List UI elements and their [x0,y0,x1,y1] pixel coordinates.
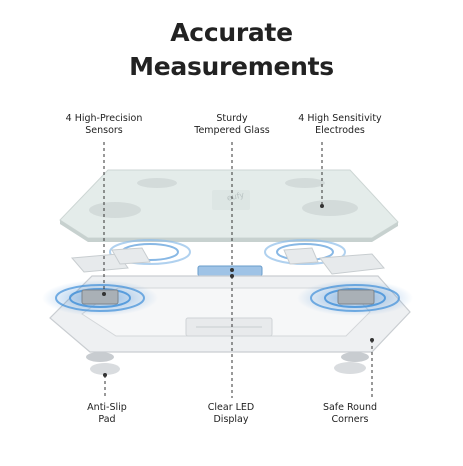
electrode-pad [302,200,358,216]
callout-leaders [103,142,373,398]
sensor-plate [70,253,129,273]
sensor-layer [70,239,385,275]
led-module [197,265,263,277]
callout-glass: Sturdy Tempered Glass [170,113,294,137]
callout-corners-line1: Safe Round [322,402,378,413]
callout-electrodes-line2: Electrodes [315,125,365,136]
callout-antislip-line1: Anti-Slip [87,402,127,413]
callout-glass-line1: Sturdy [216,113,248,124]
electrode-pad [89,202,141,218]
display-window [212,190,250,210]
electrode-pad [285,178,325,188]
callout-antislip-line2: Pad [98,414,116,425]
callout-antislip: Anti-Slip Pad [52,402,162,426]
callout-led-line2: Display [213,414,249,425]
callout-sensors-line1: 4 High-Precision [65,113,143,124]
electrode-pad [137,178,177,188]
anti-slip-pad [90,363,120,375]
callout-corners: Safe Round Corners [290,402,410,426]
callout-led-line1: Clear LED [207,402,255,413]
callout-sensors: 4 High-Precision Sensors [44,113,164,137]
callout-electrodes: 4 High Sensitivity Electrodes [275,113,405,137]
title-line-1: Accurate [170,18,293,47]
callout-corners-line2: Corners [331,414,369,425]
anti-slip-feet [86,352,369,375]
callout-glass-line2: Tempered Glass [194,125,270,136]
callout-dots [102,204,374,377]
title-line-2: Measurements [129,52,334,81]
callout-electrodes-line1: 4 High Sensitivity [298,113,382,124]
sensor-plate [319,253,385,275]
callout-led: Clear LED Display [175,402,287,426]
glass-top-panel [59,169,399,242]
sensor-plate [111,247,151,265]
page-title: Accurate Measurements [0,16,463,84]
callout-sensors-line2: Sensors [85,125,123,136]
sensor-plate [283,247,319,265]
round-corner-pad [334,362,366,374]
signal-waves [42,280,413,316]
